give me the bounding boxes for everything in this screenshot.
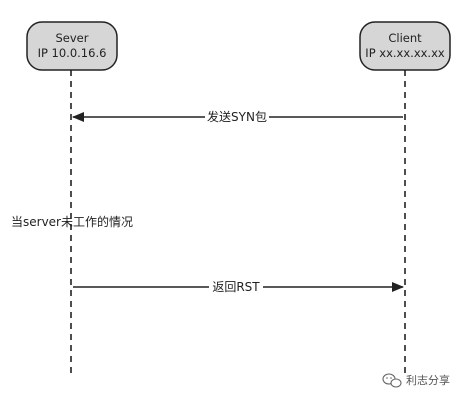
client-name: Client — [388, 31, 422, 45]
message-syn-label-bg — [205, 108, 269, 125]
message-syn-label: 发送SYN包 — [207, 109, 267, 124]
message-rst-label-bg — [209, 278, 263, 295]
server-actor: Sever IP 10.0.16.6 — [26, 21, 118, 71]
server-name: Sever — [56, 31, 89, 45]
server-ip: IP 10.0.16.6 — [38, 46, 107, 60]
client-actor-box — [359, 21, 451, 71]
watermark: 利志分享 — [382, 373, 450, 388]
watermark-text: 利志分享 — [406, 373, 450, 387]
message-syn: 发送SYN包 — [72, 108, 403, 125]
server-actor-box — [26, 21, 118, 71]
client-actor: Client IP xx.xx.xx.xx — [359, 21, 451, 71]
message-rst: 返回RST — [73, 278, 404, 295]
scenario-note: 当server未工作的情况 — [11, 214, 133, 229]
wechat-icon — [382, 373, 402, 388]
client-ip: IP xx.xx.xx.xx — [365, 46, 445, 60]
message-rst-label: 返回RST — [212, 280, 260, 294]
